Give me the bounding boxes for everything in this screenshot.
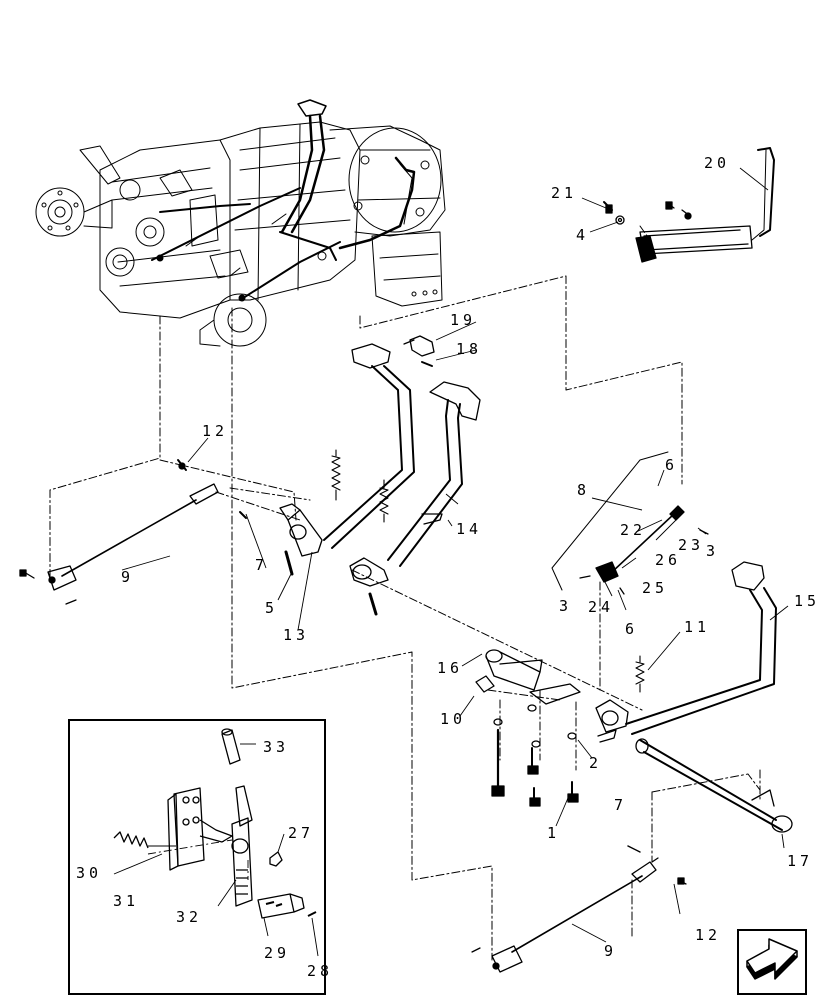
callout-25: 25	[642, 579, 669, 597]
callout-11: 11	[684, 618, 711, 636]
next-page-arrow-icon[interactable]	[737, 929, 807, 995]
callout-22: 22	[620, 521, 647, 539]
callout-6b: 6	[625, 620, 639, 638]
part-15-pedal	[595, 561, 777, 743]
callout-9a: 9	[121, 568, 135, 586]
callout-16: 16	[437, 659, 464, 677]
next-page-arrow-graphic	[746, 938, 798, 980]
callout-7a: 7	[255, 556, 269, 574]
callout-14: 14	[456, 520, 483, 538]
callout-7b: 7	[614, 796, 628, 814]
callout-19: 19	[450, 311, 477, 329]
callout-4: 4	[576, 226, 590, 244]
callout-32a: 3	[559, 597, 573, 615]
callout-31: 31	[113, 892, 140, 910]
callout-leaders	[121, 167, 789, 943]
part-9-rod-upper	[19, 483, 219, 605]
callout-17: 17	[787, 852, 814, 870]
tractor-chassis-assembly	[35, 99, 446, 347]
callout-13: 13	[283, 626, 310, 644]
mounting-bolts	[491, 704, 579, 807]
part-17-cross-shaft	[635, 738, 793, 833]
callout-15: 15	[794, 592, 820, 610]
callout-5: 5	[265, 599, 279, 617]
part-14-pedal	[349, 381, 481, 587]
part-13-pedal	[279, 343, 415, 557]
callout-6a: 6	[665, 456, 679, 474]
callout-29: 29	[264, 944, 291, 962]
callout-27: 27	[288, 824, 315, 842]
alignment-guide-lines	[49, 225, 761, 961]
callout-8: 8	[577, 481, 591, 499]
callout-20: 20	[704, 154, 731, 172]
callout-24: 24	[588, 598, 615, 616]
callout-21: 21	[551, 184, 578, 202]
callout-30: 30	[76, 864, 103, 882]
return-springs	[331, 449, 645, 693]
callout-1: 1	[547, 824, 561, 842]
part-9-rod-lower	[471, 845, 687, 973]
callout-28: 28	[307, 962, 334, 980]
inset-detail-assembly	[113, 728, 319, 957]
callout-3: 3	[706, 542, 720, 560]
inset-detail-frame	[68, 719, 326, 995]
callout-23: 23	[678, 536, 705, 554]
callout-12a: 12	[202, 422, 229, 440]
part-20-bracket	[603, 147, 775, 263]
callout-9b: 9	[604, 942, 618, 960]
callout-32: 32	[176, 908, 203, 926]
callout-2: 2	[589, 754, 603, 772]
callout-26: 26	[655, 551, 682, 569]
small-pins-5-7	[177, 459, 378, 616]
parts-18-19-clip-pin	[403, 335, 435, 367]
callout-18: 18	[456, 340, 483, 358]
part-16-bracket	[475, 649, 581, 705]
callout-10: 10	[440, 710, 467, 728]
callout-12b: 12	[695, 926, 722, 944]
callout-33: 33	[263, 738, 290, 756]
